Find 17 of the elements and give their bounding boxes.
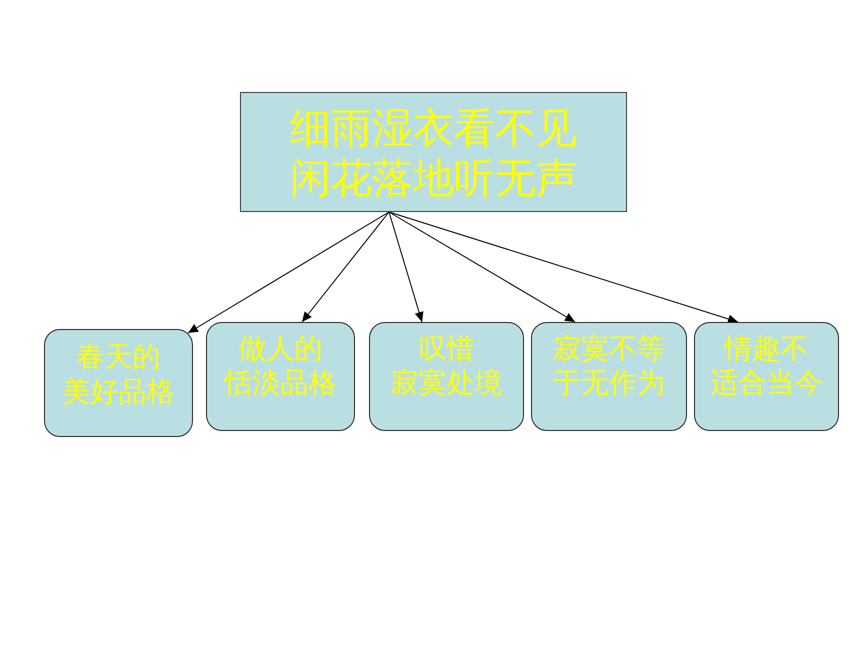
rounded-box [44, 329, 193, 437]
box-text: 细雨湿衣看不见闲花落地听无声 [290, 103, 577, 203]
arrow [302, 212, 390, 322]
box-text: 寂寞不等于无作为 [553, 332, 665, 400]
rounded-box [694, 322, 839, 431]
box-text: 春天的美好品格 [62, 339, 174, 409]
box-text: 情趣不适合当今 [710, 332, 822, 400]
rounded-box [369, 322, 524, 431]
arrow [188, 212, 390, 334]
text-box [240, 92, 627, 212]
arrow [388, 212, 576, 322]
rounded-box [206, 322, 355, 431]
box-text: 做人的恬淡品格 [224, 332, 336, 400]
rounded-box [531, 322, 687, 431]
arrow [388, 212, 738, 324]
box-text: 叹惜寂寞处境 [390, 332, 502, 400]
arrow [388, 212, 424, 322]
